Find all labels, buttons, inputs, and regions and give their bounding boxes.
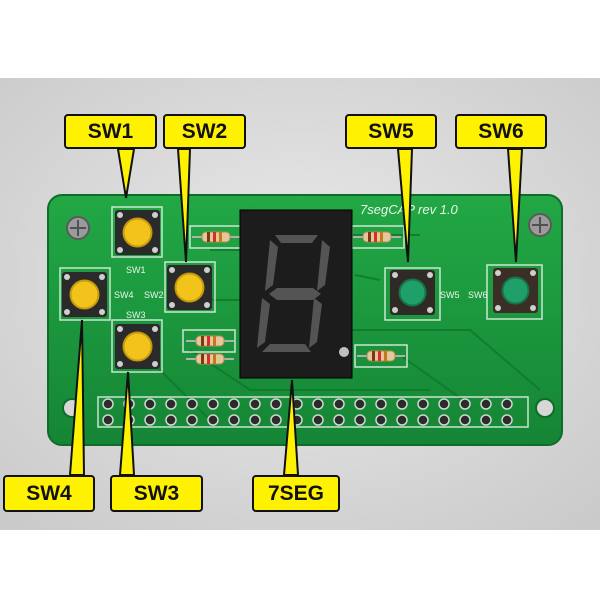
header-pin-hole [144, 398, 156, 410]
header-pin-hole [312, 414, 324, 426]
callout-pointers [68, 148, 524, 476]
button-sw3 [115, 324, 160, 369]
callout-7seg: 7SEG [252, 475, 340, 512]
button-sw4 [62, 272, 107, 317]
header-pin-hole [249, 398, 261, 410]
header-pin-hole [501, 398, 513, 410]
header-pin-hole [102, 414, 114, 426]
header-pin-hole [186, 398, 198, 410]
button-sw5 [390, 270, 435, 315]
header-pin-hole [207, 398, 219, 410]
header-pin-hole [333, 414, 345, 426]
callout-sw6: SW6 [455, 114, 547, 149]
silk-sw6-label: SW6 [468, 290, 488, 300]
button-sw6 [493, 268, 538, 313]
header-pin-hole [165, 414, 177, 426]
header-pin-hole [270, 398, 282, 410]
callout-sw2: SW2 [163, 114, 246, 149]
header-pin-hole [249, 414, 261, 426]
header-pin-hole [375, 398, 387, 410]
header-pin-hole [228, 414, 240, 426]
callout-sw4: SW4 [3, 475, 95, 512]
silkscreen-outlines [59, 206, 543, 428]
silk-sw4-label: SW4 [114, 290, 134, 300]
header-pin-hole [207, 414, 219, 426]
header-pin-hole [396, 414, 408, 426]
header-pin-hole [144, 414, 156, 426]
header-pin-hole [270, 414, 282, 426]
callout-sw5: SW5 [345, 114, 437, 149]
header-pin-hole [186, 414, 198, 426]
header-pin-hole [375, 414, 387, 426]
header-pin-hole [417, 414, 429, 426]
callout-sw1: SW1 [64, 114, 157, 149]
gpio-header [102, 398, 513, 426]
silk-sw3-label: SW3 [126, 310, 146, 320]
header-pin-hole [396, 398, 408, 410]
header-pin-hole [354, 398, 366, 410]
header-pin-hole [438, 414, 450, 426]
header-pin-hole [438, 398, 450, 410]
header-pin-hole [459, 398, 471, 410]
header-pin-hole [501, 414, 513, 426]
header-pin-hole [480, 398, 492, 410]
header-pin-hole [417, 398, 429, 410]
callout-sw3: SW3 [110, 475, 203, 512]
header-pin-hole [354, 414, 366, 426]
resistors [186, 231, 405, 365]
header-pin-hole [480, 414, 492, 426]
seven-segment-display [239, 209, 353, 379]
header-pin-hole [165, 398, 177, 410]
header-pin-hole [312, 398, 324, 410]
silk-sw5-label: SW5 [440, 290, 460, 300]
button-sw1 [115, 210, 160, 255]
header-pin-hole [102, 398, 114, 410]
header-pin-hole [459, 414, 471, 426]
silk-sw1-label: SW1 [126, 265, 146, 275]
header-pin-hole [228, 398, 240, 410]
header-pin-hole [333, 398, 345, 410]
button-sw2 [167, 265, 212, 310]
silk-sw2-label: SW2 [144, 290, 164, 300]
